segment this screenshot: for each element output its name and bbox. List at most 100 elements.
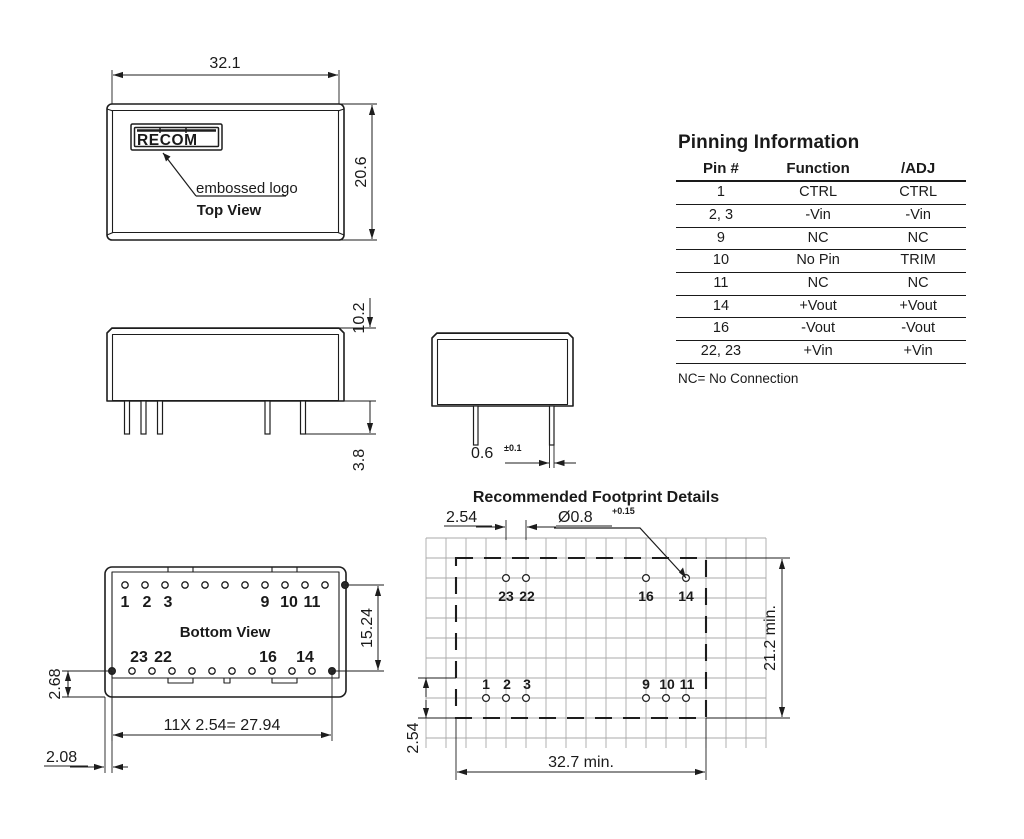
dim-footprint-width-value: 32.7 min. xyxy=(548,754,614,771)
cell-function: +Vout xyxy=(765,295,871,319)
table-row: 10 No Pin TRIM xyxy=(676,249,966,273)
dim-footprint-hole-tol: +0.15 xyxy=(612,506,635,516)
dim-footprint-width: 32.7 min. xyxy=(455,718,707,780)
recom-logo: RECOM xyxy=(130,123,223,151)
pinning-title: Pinning Information xyxy=(678,132,860,153)
svg-text:9: 9 xyxy=(261,594,270,611)
dim-bottom-edge-x-value: 2.08 xyxy=(46,749,77,766)
table-row: 2, 3 -Vin -Vin xyxy=(676,204,966,228)
dim-footprint-height: 21.2 min. xyxy=(706,557,790,719)
cell-pin: 16 xyxy=(676,317,766,341)
dim-footprint-grid-pitch: 2.54 xyxy=(444,509,556,540)
cell-adj: -Vout xyxy=(870,317,966,341)
side-view-drawing: 0.6 ±0.1 xyxy=(431,332,576,468)
dim-bottom-row-pitch-value: 15.24 xyxy=(359,608,376,648)
cell-function: -Vin xyxy=(765,204,871,228)
cell-adj: CTRL xyxy=(870,181,966,205)
cell-pin: 22, 23 xyxy=(676,340,766,364)
cell-pin: 2, 3 xyxy=(676,204,766,228)
footprint-grid xyxy=(425,537,767,748)
dim-side-pin-width-value: 0.6 xyxy=(471,445,493,462)
pinning-header-pin: Pin # xyxy=(676,158,766,183)
embossed-logo-callout: embossed logo xyxy=(162,152,298,197)
cell-adj: +Vin xyxy=(870,340,966,364)
dim-footprint-hole-value: Ø0.8 xyxy=(558,509,593,526)
svg-text:22: 22 xyxy=(154,649,172,666)
bottom-view-label: Bottom View xyxy=(180,624,271,641)
dim-bottom-pin-span-value: 11X 2.54= 27.94 xyxy=(164,717,281,734)
cell-pin: 9 xyxy=(676,227,766,251)
dim-bottom-edge-y: 2.68 xyxy=(47,668,112,700)
cell-function: CTRL xyxy=(765,181,871,205)
svg-text:10: 10 xyxy=(659,676,675,692)
top-view-label: Top View xyxy=(197,202,262,219)
footprint-boundary xyxy=(454,556,708,720)
pinning-header-function: Function xyxy=(765,158,871,183)
dim-front-height: 10.2 xyxy=(339,298,376,402)
bottom-view-body xyxy=(104,566,347,698)
dim-front-pin-length-value: 3.8 xyxy=(351,449,368,471)
cell-adj: -Vin xyxy=(870,204,966,228)
svg-text:16: 16 xyxy=(638,588,654,604)
footprint-pads-upper: 23 22 16 14 xyxy=(498,573,694,604)
svg-text:16: 16 xyxy=(259,649,277,666)
bottom-view-drawing: 1 2 3 9 10 11 23 22 16 14 Bottom View 15… xyxy=(44,566,384,773)
svg-text:2: 2 xyxy=(503,676,511,692)
table-row: 14 +Vout +Vout xyxy=(676,295,966,319)
dim-side-pin-width-tol: ±0.1 xyxy=(504,443,521,453)
dim-front-height-value: 10.2 xyxy=(351,302,368,333)
cell-function: NC xyxy=(765,227,871,251)
svg-text:3: 3 xyxy=(523,676,531,692)
cell-adj: NC xyxy=(870,227,966,251)
dim-side-pin-width: 0.6 ±0.1 xyxy=(471,443,576,468)
svg-text:1: 1 xyxy=(482,676,490,692)
dim-bottom-edge-y-value: 2.68 xyxy=(47,668,64,699)
footprint-pads-lower: 1 2 3 9 10 11 xyxy=(481,676,695,703)
svg-text:2: 2 xyxy=(143,594,152,611)
side-view-pins xyxy=(472,405,555,446)
cell-function: +Vin xyxy=(765,340,871,364)
cell-function: No Pin xyxy=(765,249,871,273)
cell-pin: 1 xyxy=(676,181,766,205)
bottom-view-holes-top xyxy=(121,580,350,589)
dim-top-height-value: 20.6 xyxy=(353,156,370,187)
svg-text:11: 11 xyxy=(680,676,695,692)
side-view-body xyxy=(431,332,574,407)
table-row: 22, 23 +Vin +Vin xyxy=(676,340,966,364)
dim-front-pin-length: 3.8 xyxy=(306,401,376,471)
front-view-pins xyxy=(123,400,307,435)
table-row: 1 CTRL CTRL xyxy=(676,181,966,205)
pinning-header-adj: /ADJ xyxy=(870,158,966,183)
table-row: 9 NC NC xyxy=(676,227,966,251)
table-row: 11 NC NC xyxy=(676,272,966,296)
pinning-table-header-row: Pin # Function /ADJ xyxy=(676,158,966,183)
recom-logo-letters: RECOM xyxy=(137,132,198,149)
cell-pin: 10 xyxy=(676,249,766,273)
svg-text:11: 11 xyxy=(304,594,321,611)
front-view-drawing: 10.2 3.8 xyxy=(106,298,376,471)
footprint-drawing: Recommended Footprint Details xyxy=(405,489,790,780)
svg-text:1: 1 xyxy=(121,594,130,611)
svg-text:23: 23 xyxy=(498,588,514,604)
table-row: 16 -Vout -Vout xyxy=(676,317,966,341)
dim-top-width-value: 32.1 xyxy=(209,55,240,72)
dim-bottom-edge-x: 2.08 xyxy=(44,671,128,773)
dim-footprint-grid-left: 2.54 xyxy=(405,677,456,754)
svg-text:9: 9 xyxy=(642,676,650,692)
svg-text:RECOM: RECOM xyxy=(137,132,198,149)
pinning-information: Pinning Information Pin # Function /ADJ … xyxy=(676,132,976,386)
svg-text:14: 14 xyxy=(296,649,314,666)
cell-adj: NC xyxy=(870,272,966,296)
top-view-drawing: 32.1 RECOM xyxy=(106,55,377,241)
cell-function: -Vout xyxy=(765,317,871,341)
pinning-note: NC= No Connection xyxy=(678,370,799,386)
svg-text:23: 23 xyxy=(130,649,148,666)
front-view-body xyxy=(106,327,345,402)
svg-text:3: 3 xyxy=(164,594,173,611)
svg-text:14: 14 xyxy=(678,588,694,604)
dim-bottom-row-pitch: 15.24 xyxy=(332,584,384,672)
cell-adj: TRIM xyxy=(870,249,966,273)
svg-text:10: 10 xyxy=(280,594,298,611)
cell-pin: 11 xyxy=(676,272,766,296)
